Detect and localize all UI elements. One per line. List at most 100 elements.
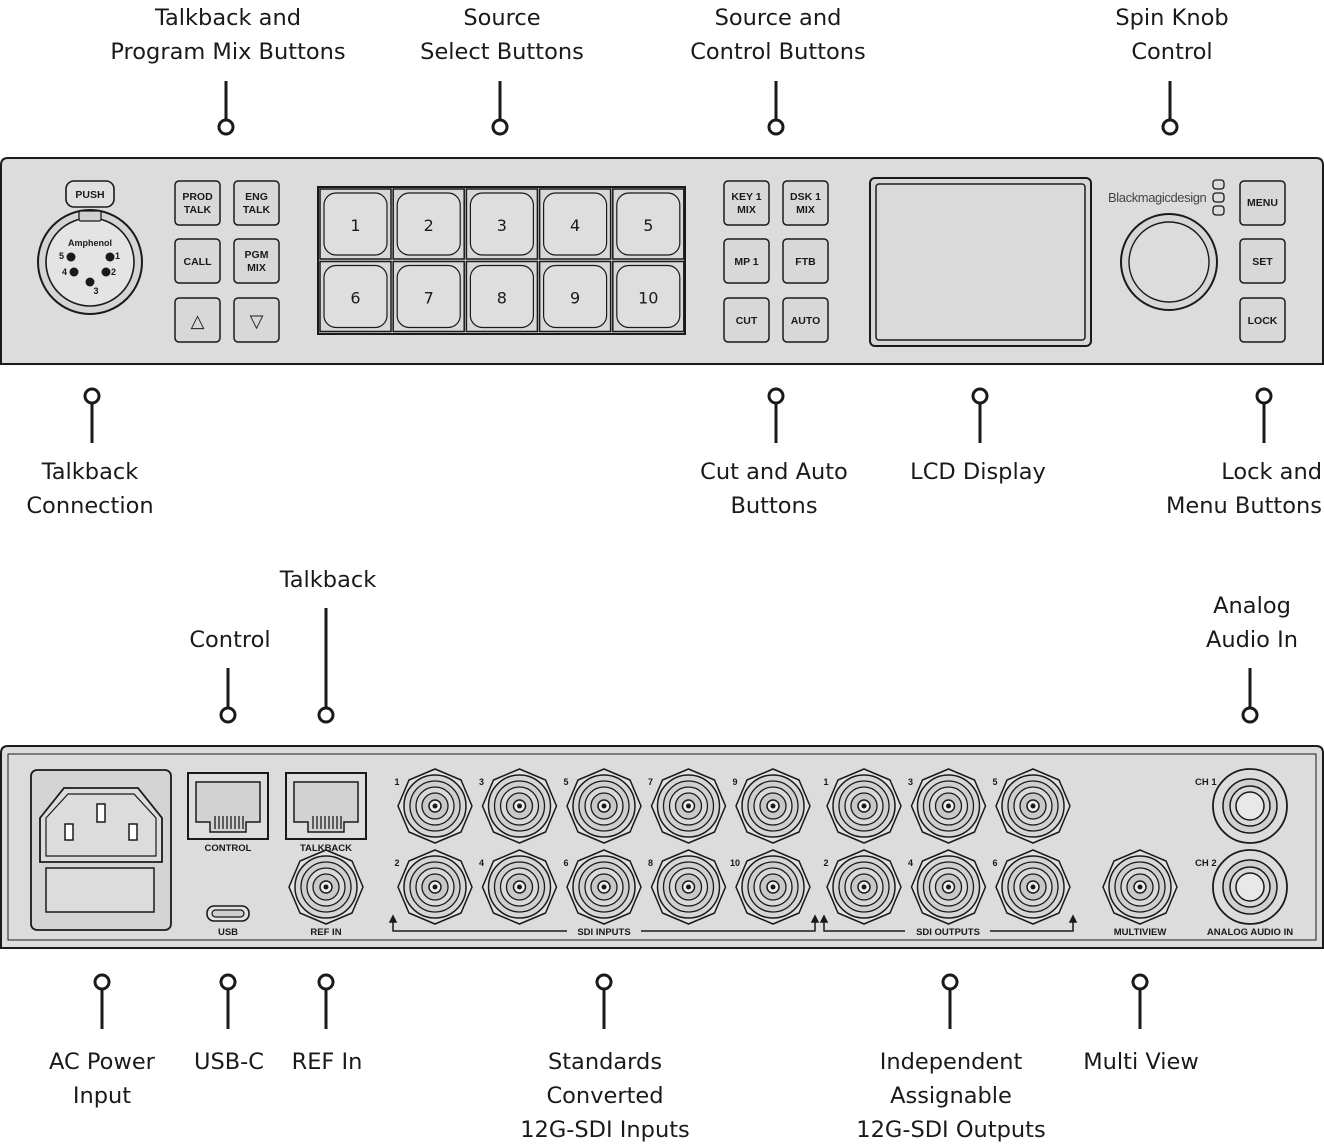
xlr-pin-2: 2	[111, 267, 116, 277]
source-button-label: 7	[424, 289, 434, 308]
sdi-input-bnc-6[interactable]	[566, 849, 642, 925]
ac-power-inlet[interactable]	[30, 769, 172, 931]
callout-analog-audio-1: Analog	[1213, 593, 1291, 619]
ftb-label: FTB	[795, 256, 816, 268]
sdi-input-number: 4	[479, 858, 484, 868]
pgm-mix-label-2: MIX	[247, 262, 266, 274]
callout-usb-c: USB-C	[194, 1049, 264, 1075]
sdi-input-bnc-4[interactable]	[481, 849, 558, 925]
sdi-input-number: 7	[648, 777, 653, 787]
dsk1-mix-label-2: MIX	[796, 204, 815, 216]
callout-ref-in: REF In	[292, 1049, 363, 1075]
sdi-input-number: 5	[563, 777, 568, 787]
sdi-input-number: 2	[394, 858, 399, 868]
sdi-output-bnc-6[interactable]	[995, 849, 1071, 925]
xlr-push-label: PUSH	[75, 189, 104, 201]
callout-source-select-2: Select Buttons	[420, 39, 584, 65]
menu-button[interactable]	[1239, 180, 1286, 226]
key1-mix-button[interactable]	[723, 180, 770, 226]
callout-lock-menu-1: Lock and	[1221, 459, 1322, 485]
sdi-output-bnc-2[interactable]	[826, 849, 902, 925]
pgm-mix-label-1: PGM	[245, 249, 269, 261]
call-label: CALL	[184, 256, 213, 268]
sdi-input-number: 9	[732, 777, 737, 787]
source-button-cap	[469, 192, 534, 256]
callout-leaders-top	[83, 81, 1273, 443]
sdi-input-bnc-3[interactable]	[481, 768, 558, 844]
callout-sdi-inputs-3: 12G-SDI Inputs	[520, 1117, 690, 1143]
eng-talk-button[interactable]	[233, 180, 280, 226]
source-button-cap	[323, 192, 388, 256]
analog-audio-ch2-jack[interactable]	[1212, 849, 1288, 925]
prod-talk-button[interactable]	[174, 180, 221, 226]
auto-button[interactable]	[782, 297, 829, 343]
spin-knob[interactable]	[1120, 213, 1218, 311]
callout-sdi-outputs-3: 12G-SDI Outputs	[856, 1117, 1045, 1143]
analog-audio-ch1-jack[interactable]	[1212, 768, 1288, 844]
source-button-cap	[616, 192, 681, 256]
sdi-input-bnc-8[interactable]	[650, 849, 727, 925]
sdi-output-bnc-4[interactable]	[910, 849, 987, 925]
eng-talk-label-2: TALK	[243, 204, 271, 216]
callout-source-select-1: Source	[463, 5, 540, 31]
multiview-bnc[interactable]	[1102, 849, 1178, 925]
sdi-output-bnc-3[interactable]	[910, 768, 987, 844]
ref-in-bnc[interactable]	[288, 849, 364, 925]
callout-talkback: Talkback	[279, 567, 377, 593]
sdi-output-number: 6	[992, 858, 997, 868]
multiview-label: MULTIVIEW	[1114, 927, 1167, 938]
xlr-pin-5: 5	[59, 251, 64, 261]
sdi-input-bnc-7[interactable]	[650, 768, 727, 844]
lock-button[interactable]	[1239, 297, 1286, 343]
callout-talkback-program-mix-1: Talkback and	[154, 5, 301, 31]
sdi-output-number: 1	[823, 777, 828, 787]
mp1-label: MP 1	[734, 256, 758, 268]
usb-c-port[interactable]	[206, 905, 250, 922]
ftb-button[interactable]	[782, 238, 829, 284]
ch2-label: CH 2	[1195, 858, 1217, 869]
source-button-label: 8	[497, 289, 507, 308]
sdi-input-bnc-5[interactable]	[566, 768, 642, 844]
sdi-output-number: 3	[908, 777, 913, 787]
auto-label: AUTO	[791, 315, 821, 327]
arrow-down-button[interactable]	[233, 297, 280, 343]
xlr-pin-3: 3	[93, 286, 98, 296]
source-button-label: 9	[570, 289, 580, 308]
talkback-ethernet-port[interactable]	[285, 772, 367, 840]
arrow-up-icon: △	[191, 311, 205, 332]
lcd-display	[875, 183, 1086, 341]
mp1-button[interactable]	[723, 238, 770, 284]
usb-label: USB	[218, 927, 238, 938]
sdi-output-bnc-1[interactable]	[826, 768, 902, 844]
arrow-up-button[interactable]	[174, 297, 221, 343]
source-button-cap	[542, 264, 608, 329]
sdi-output-bnc-5[interactable]	[995, 768, 1071, 844]
control-ethernet-port[interactable]	[187, 772, 269, 840]
call-button[interactable]	[174, 238, 221, 284]
menu-label: MENU	[1247, 197, 1278, 209]
source-button-label: 10	[638, 289, 658, 308]
callout-leaders-rear	[93, 608, 1259, 1029]
talkback-port-label: TALKBACK	[300, 843, 352, 854]
pgm-mix-button[interactable]	[233, 238, 280, 284]
callout-lcd-display: LCD Display	[910, 459, 1046, 485]
sdi-input-bnc-2[interactable]	[397, 849, 473, 925]
sdi-input-number: 6	[563, 858, 568, 868]
cut-button[interactable]	[723, 297, 770, 343]
xlr-talkback-connector[interactable]	[37, 180, 143, 315]
ch1-label: CH 1	[1195, 777, 1217, 788]
ref-in-label: REF IN	[310, 927, 341, 938]
sdi-input-bnc-10[interactable]	[735, 849, 811, 925]
sdi-input-number: 10	[730, 858, 740, 868]
sdi-input-bnc-1[interactable]	[397, 768, 473, 844]
dsk1-mix-button[interactable]	[782, 180, 829, 226]
source-button-label: 5	[643, 216, 653, 235]
sdi-input-bnc-9[interactable]	[735, 768, 811, 844]
xlr-brand-label: Amphenol	[68, 238, 112, 248]
callout-ac-power-2: Input	[73, 1083, 131, 1109]
key1-mix-label-2: MIX	[737, 204, 756, 216]
set-button[interactable]	[1239, 238, 1286, 284]
sdi-inputs-bracket	[388, 914, 820, 932]
